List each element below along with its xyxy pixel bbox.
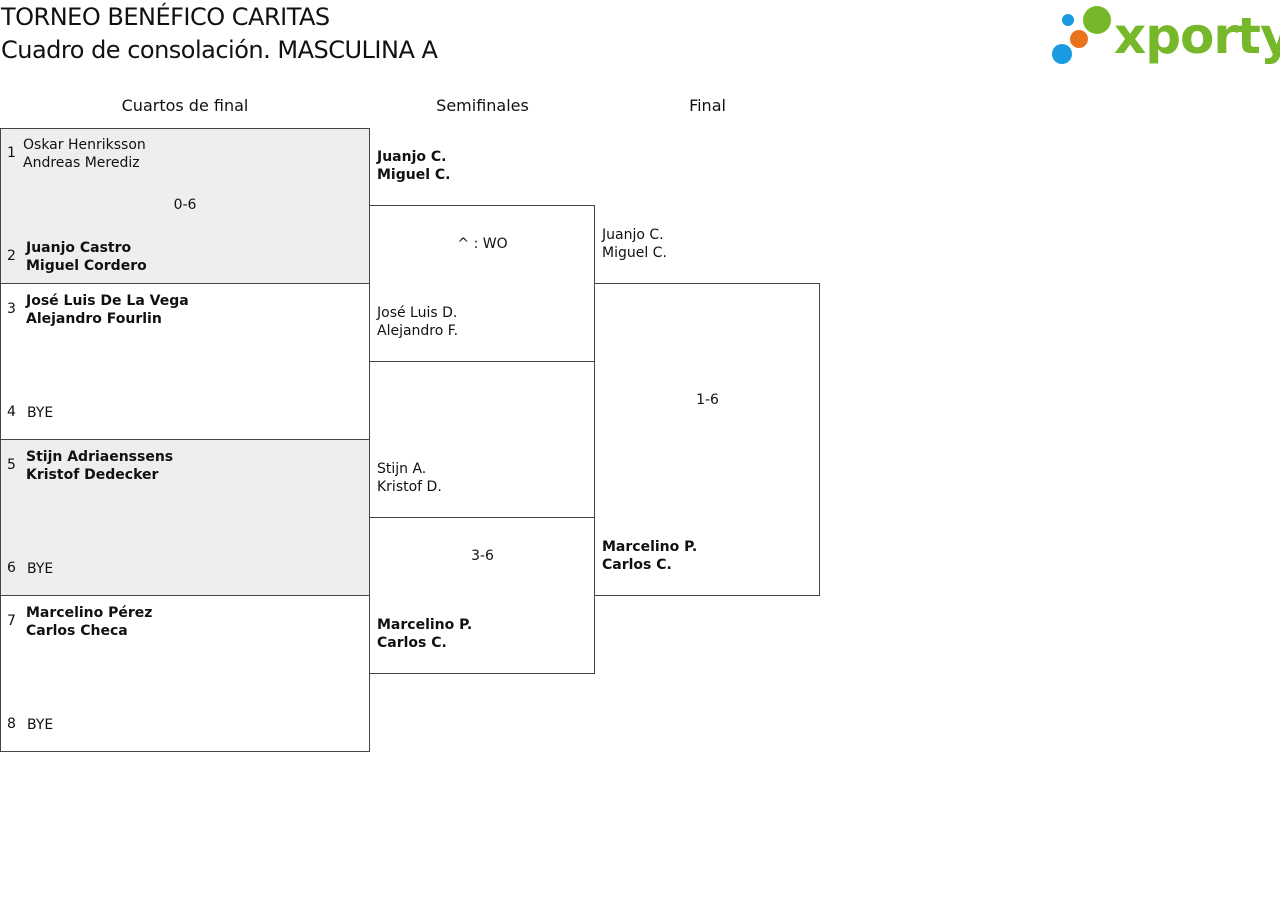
qf4-bottom-bye: BYE: [27, 717, 54, 733]
final-score: 1-6: [696, 392, 719, 408]
sf1-score: ^ : WO: [457, 236, 508, 252]
final-bottom-player-2: Carlos C.: [602, 557, 672, 573]
round-header-quarterfinals: Cuartos de final: [121, 96, 249, 115]
sf1-top-player-1: Juanjo C.: [377, 149, 447, 165]
final-match: [594, 283, 820, 596]
sf2-top-player-2: Kristof D.: [377, 479, 442, 495]
seed-number: 2: [7, 248, 16, 264]
qf-match-3: [0, 439, 370, 596]
qf3-top-player-1: Stijn Adriaenssens: [26, 449, 174, 465]
seed-number: 4: [7, 404, 16, 420]
draw-subtitle: Cuadro de consolación. MASCULINA A: [1, 36, 438, 64]
sf1-bottom-player-2: Alejandro F.: [377, 323, 459, 339]
qf1-score: 0-6: [173, 197, 197, 213]
qf2-top-player-2: Alejandro Fourlin: [26, 311, 162, 327]
qf4-top-player-2: Carlos Checa: [26, 623, 128, 639]
qf4-top-player-1: Marcelino Pérez: [26, 605, 153, 621]
seed-number: 1: [7, 145, 16, 161]
qf1-bottom-player-1: Juanjo Castro: [26, 240, 132, 256]
sf1-bottom-player-1: José Luis D.: [377, 305, 458, 321]
sf2-top-player-1: Stijn A.: [377, 461, 427, 477]
seed-number: 8: [7, 716, 16, 732]
sf2-bottom-player-1: Marcelino P.: [377, 617, 473, 633]
final-top-player-2: Miguel C.: [602, 245, 667, 261]
seed-number: 6: [7, 560, 16, 576]
xporty-logo: xporty: [1050, 4, 1280, 68]
logo-dot-blue-large: [1052, 44, 1072, 64]
logo-dot-green: [1083, 6, 1111, 34]
seed-number: 5: [7, 457, 16, 473]
qf3-bottom-bye: BYE: [27, 561, 54, 577]
qf3-top-player-2: Kristof Dedecker: [26, 467, 159, 483]
sf1-top-player-2: Miguel C.: [377, 167, 451, 183]
logo-wordmark: xporty: [1114, 7, 1280, 65]
seed-number: 3: [7, 301, 16, 317]
sf2-bottom-player-2: Carlos C.: [377, 635, 447, 651]
qf1-bottom-player-2: Miguel Cordero: [26, 258, 147, 274]
qf-match-1: [0, 128, 370, 284]
logo-dot-blue-small: [1062, 14, 1074, 26]
tournament-title: TORNEO BENÉFICO CARITAS: [1, 3, 330, 31]
round-header-final: Final: [689, 96, 726, 115]
qf1-top-player-1: Oskar Henriksson: [23, 137, 146, 153]
qf2-bottom-bye: BYE: [27, 405, 54, 421]
qf2-top-player-1: José Luis De La Vega: [26, 293, 189, 309]
qf1-top-player-2: Andreas Merediz: [23, 155, 140, 171]
seed-number: 7: [7, 613, 16, 629]
sf2-score: 3-6: [471, 548, 494, 564]
final-top-player-1: Juanjo C.: [602, 227, 664, 243]
round-header-semifinals: Semifinales: [436, 96, 529, 115]
final-bottom-player-1: Marcelino P.: [602, 539, 698, 555]
logo-dot-orange: [1070, 30, 1088, 48]
